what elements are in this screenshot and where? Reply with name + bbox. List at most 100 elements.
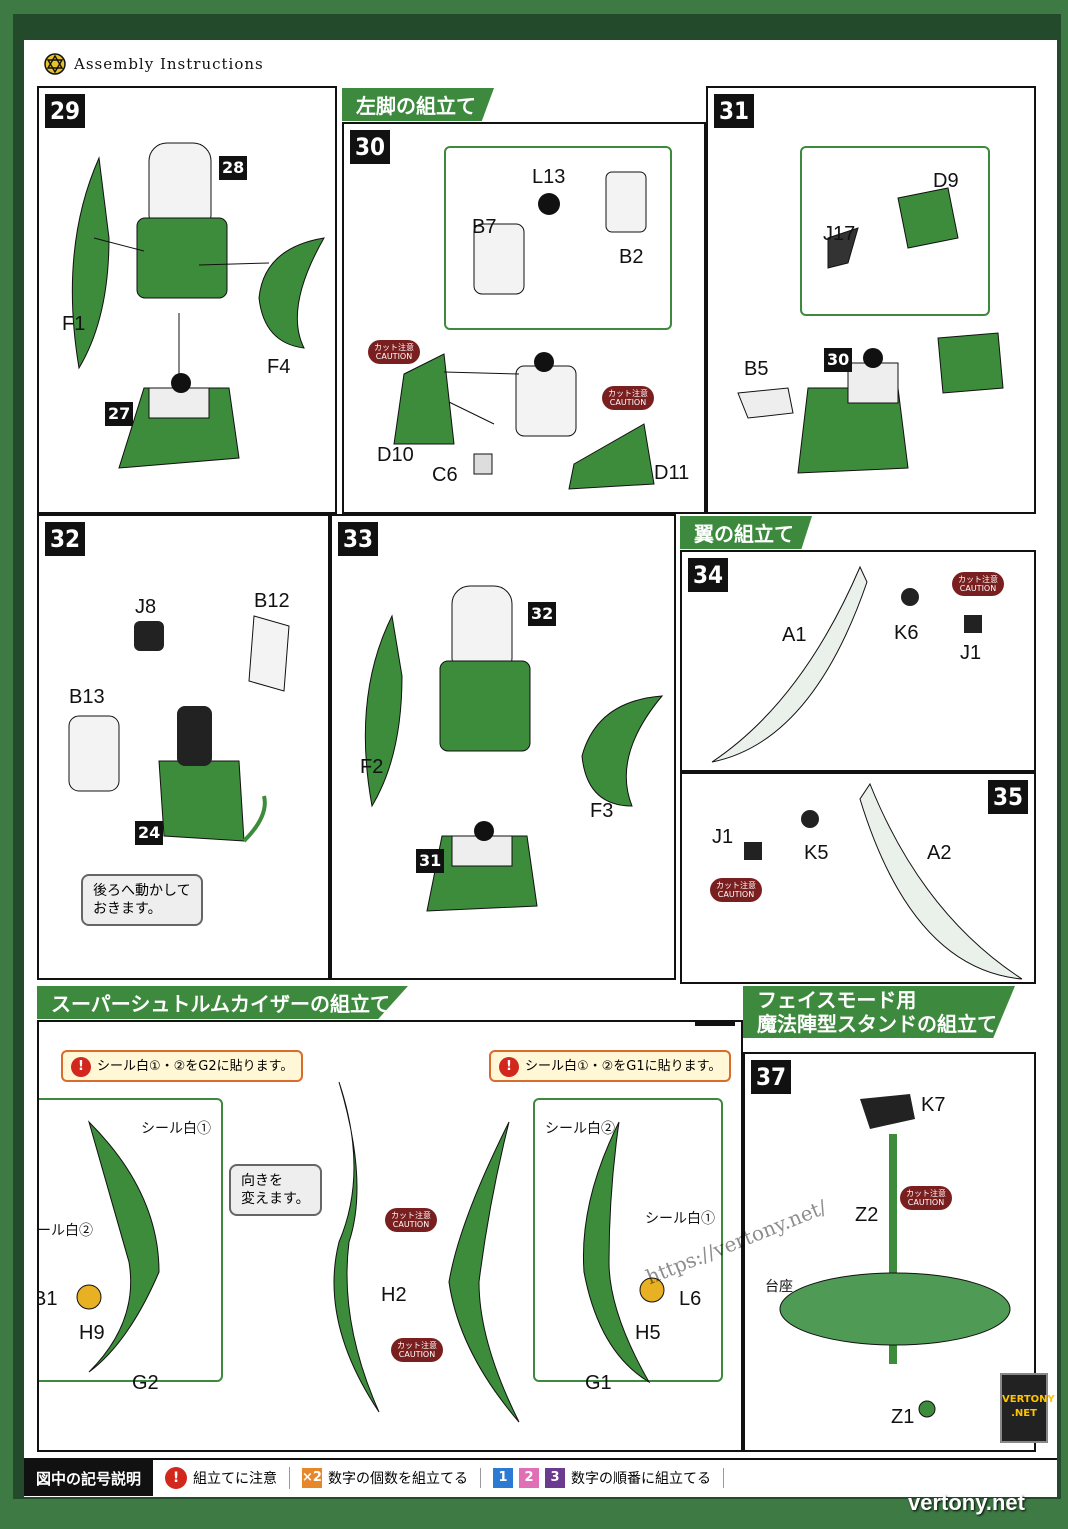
step-29-illustration xyxy=(71,142,325,469)
sticker-label: シール白② xyxy=(37,1222,93,1238)
step-32-illustration xyxy=(68,615,290,843)
part-label-g1: G1 xyxy=(585,1372,612,1394)
step-34-panel: 34 A1 K6 J1 カット注意 CAUTION xyxy=(680,550,1036,772)
legend-caution: ! 組立てに注意 xyxy=(153,1467,291,1489)
cut-caution-badge: カット注意 CAUTION xyxy=(602,386,654,410)
part-label-j8: J8 xyxy=(135,596,157,618)
part-label-30: 30 xyxy=(824,348,853,372)
header-title: Assembly Instructions xyxy=(74,55,264,73)
hexagram-icon xyxy=(44,53,66,75)
part-label-b1: B1 xyxy=(39,1288,58,1310)
sticker-note-left: ! シール白①・②をG2に貼ります。 xyxy=(61,1050,304,1082)
legend-text: 数字の順番に組立てる xyxy=(571,1471,712,1487)
count-badge: ×2 xyxy=(302,1468,323,1488)
part-label-b13: B13 xyxy=(69,686,105,708)
step-number: 36 xyxy=(694,1022,735,1026)
header: Assembly Instructions xyxy=(44,50,264,78)
detail-inset xyxy=(800,146,990,316)
note-text: シール白①・②をG1に貼ります。 xyxy=(525,1059,722,1074)
step-31-panel: 31 D9 J17 B5 30 xyxy=(706,86,1036,514)
part-label-28: 28 xyxy=(219,156,248,180)
part-label-c6: C6 xyxy=(432,464,458,486)
watermark-site: vertony.net xyxy=(908,1490,1025,1515)
caution-icon: ! xyxy=(499,1057,519,1077)
caution-icon: ! xyxy=(165,1467,188,1489)
step-37-title: フェイスモード用 魔法陣型スタンドの組立て xyxy=(743,986,1015,1038)
part-label-b7: B7 xyxy=(472,216,497,238)
legend-title: 図中の記号説明 xyxy=(24,1460,154,1496)
cut-caution-badge: カット注意 CAUTION xyxy=(368,340,420,364)
part-label-j17: J17 xyxy=(823,223,856,245)
part-label-31: 31 xyxy=(416,849,445,873)
part-label-k5: K5 xyxy=(804,842,829,864)
part-label-z2: Z2 xyxy=(855,1204,879,1226)
note-bubble: 向きを 変えます。 xyxy=(229,1164,322,1216)
cut-caution-badge: カット注意 CAUTION xyxy=(900,1186,952,1210)
step-36-illustration xyxy=(76,1081,665,1423)
step-33-panel: 33 32 F2 F3 31 xyxy=(330,514,676,980)
detail-inset-right xyxy=(533,1098,723,1382)
step-number: 32 xyxy=(45,522,86,556)
detail-inset-left xyxy=(39,1098,223,1382)
order-badge-3: 3 xyxy=(545,1468,566,1488)
part-label-z1: Z1 xyxy=(891,1406,915,1428)
step-number: 37 xyxy=(751,1060,792,1094)
sticker-note-right: ! シール白①・②をG1に貼ります。 xyxy=(489,1050,732,1082)
part-label-f3: F3 xyxy=(590,800,614,822)
part-label-32: 32 xyxy=(528,602,557,626)
base-label: 台座 xyxy=(765,1278,793,1294)
step-34-illustration xyxy=(711,565,982,763)
step-33-illustration xyxy=(364,585,664,912)
part-label-24: 24 xyxy=(135,821,164,845)
cut-caution-badge: カット注意 CAUTION xyxy=(952,572,1004,596)
cut-caution-badge: カット注意 CAUTION xyxy=(710,878,762,902)
part-label-27: 27 xyxy=(105,402,134,426)
step-30-panel: 30 L13 B7 B2 D10 C6 D11 カット注意 CAUTION カッ… xyxy=(342,122,706,514)
part-label-h2: H2 xyxy=(381,1284,407,1306)
sticker-label: シール白② xyxy=(545,1120,615,1136)
sticker-label: シール白① xyxy=(645,1210,715,1226)
sticker-label: シール白① xyxy=(141,1120,211,1136)
step-36-title: スーパーシュトルムカイザーの組立て xyxy=(37,986,408,1019)
step-29-panel: 29 28 F1 F4 27 xyxy=(37,86,337,514)
part-label-l13: L13 xyxy=(532,166,566,188)
part-label-h5: H5 xyxy=(635,1322,661,1344)
part-label-k6: K6 xyxy=(894,622,919,644)
part-label-g2: G2 xyxy=(132,1372,159,1394)
step-32-panel: 32 J8 B12 B13 24 後ろへ動かして おきます。 xyxy=(37,514,330,980)
caution-icon: ! xyxy=(71,1057,91,1077)
part-label-f2: F2 xyxy=(360,756,384,778)
part-label-j1: J1 xyxy=(960,642,982,664)
part-label-b12: B12 xyxy=(254,590,290,612)
step-number: 35 xyxy=(987,780,1028,814)
step-number: 31 xyxy=(714,94,755,128)
step-37-illustration xyxy=(779,1094,1011,1418)
step-number: 33 xyxy=(338,522,379,556)
step-30-title: 左脚の組立て xyxy=(342,88,494,121)
cut-caution-badge: カット注意 CAUTION xyxy=(391,1338,443,1362)
part-label-k7: K7 xyxy=(921,1094,946,1116)
step-34-title: 翼の組立て xyxy=(680,516,812,549)
part-label-b2: B2 xyxy=(619,246,644,268)
step-30-illustration xyxy=(393,171,655,490)
legend-text: 組立てに注意 xyxy=(193,1471,278,1487)
part-label-l6: L6 xyxy=(679,1288,702,1310)
order-badge-1: 1 xyxy=(493,1468,514,1488)
part-label-a1: A1 xyxy=(782,624,807,646)
part-label-j1: J1 xyxy=(712,826,734,848)
order-badge-2: 2 xyxy=(519,1468,540,1488)
cut-caution-badge: カット注意 CAUTION xyxy=(385,1208,437,1232)
note-text: シール白①・②をG2に貼ります。 xyxy=(97,1059,294,1074)
step-number: 34 xyxy=(688,558,729,592)
step-36-panel: 36 ! シール白①・②をG2に貼ります。 ! シール白①・②をG1に貼ります。 シ… xyxy=(37,1020,743,1452)
part-label-f1: F1 xyxy=(62,313,86,335)
part-label-f4: F4 xyxy=(267,356,291,378)
legend-text: 数字の個数を組立てる xyxy=(328,1471,469,1487)
detail-inset xyxy=(444,146,672,330)
step-number: 30 xyxy=(350,130,391,164)
step-number: 29 xyxy=(45,94,86,128)
step-31-illustration xyxy=(737,187,1004,474)
vertony-logo: VERTONY .NET xyxy=(1000,1373,1055,1443)
part-label-d11: D11 xyxy=(654,462,690,484)
